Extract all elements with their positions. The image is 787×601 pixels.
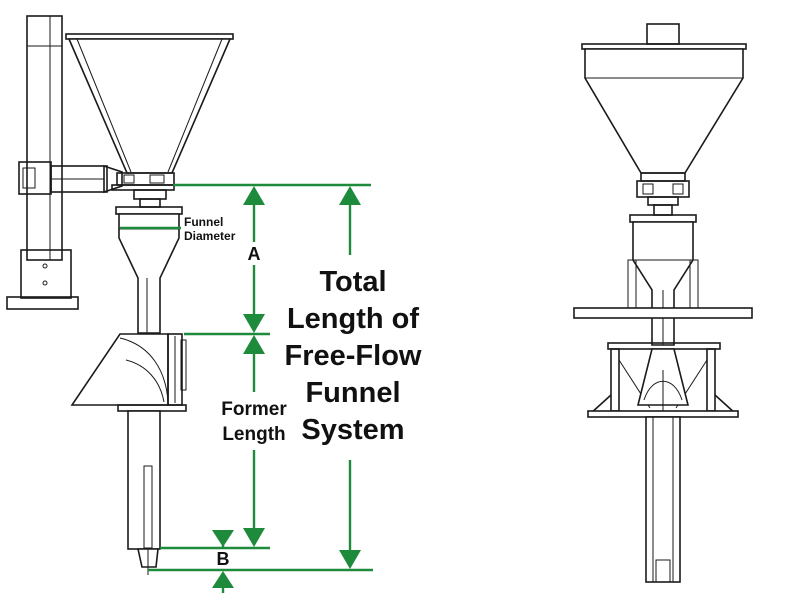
dimension-total-length bbox=[339, 186, 361, 569]
dimension-b-label: B bbox=[216, 549, 230, 569]
total-length-label-line5: System bbox=[301, 414, 405, 446]
total-length-label-line4: Funnel bbox=[305, 377, 401, 409]
former-frame-front bbox=[587, 342, 739, 418]
auger-assembly bbox=[111, 172, 175, 208]
dimension-former-length bbox=[243, 335, 265, 547]
mounting-arm bbox=[18, 161, 123, 195]
total-length-label: Total Length of Free-Flow Funnel System bbox=[268, 264, 438, 449]
funnel-diameter-label: Funnel Diameter bbox=[184, 215, 254, 243]
dimension-lines bbox=[120, 183, 373, 593]
hopper bbox=[65, 33, 234, 174]
left-machine-side-view bbox=[6, 15, 234, 575]
former-length-label-line2: Length bbox=[222, 424, 286, 445]
dimension-b bbox=[212, 530, 234, 593]
shelf-plate bbox=[573, 307, 753, 319]
drive-front bbox=[636, 172, 690, 216]
funnel-front bbox=[627, 214, 699, 346]
dimension-a-label: A bbox=[247, 244, 261, 264]
forming-tube bbox=[127, 410, 161, 575]
total-length-label-line1: Total bbox=[319, 266, 387, 298]
right-machine-front-view bbox=[573, 23, 753, 583]
support-column bbox=[6, 15, 79, 310]
total-length-label-line2: Length of bbox=[286, 303, 420, 335]
former-length-label: Former Length bbox=[204, 397, 304, 447]
dimension-a bbox=[243, 186, 265, 333]
funnel-diameter-label-line2: Diameter bbox=[184, 229, 236, 243]
total-length-label-line3: Free-Flow bbox=[284, 340, 422, 372]
forming-tube-front bbox=[645, 416, 681, 583]
former-length-label-line1: Former bbox=[221, 399, 287, 420]
hopper-front bbox=[581, 23, 747, 174]
funnel-diameter-label-line1: Funnel bbox=[184, 215, 224, 229]
funnel bbox=[115, 206, 183, 334]
former bbox=[70, 333, 187, 412]
